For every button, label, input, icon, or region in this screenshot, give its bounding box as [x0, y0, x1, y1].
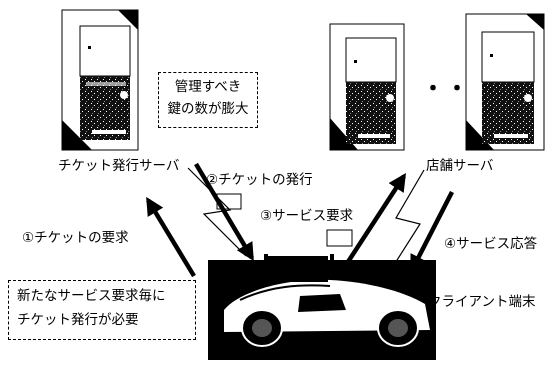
keys-note-line2: 鍵の数が膨大 [167, 101, 249, 117]
step-3-label: ③サービス要求 [260, 208, 354, 224]
client-car-icon [208, 254, 436, 360]
server-ellipsis: ・・ [422, 77, 471, 102]
keys-note-box: 管理すべき 鍵の数が膨大 [158, 72, 258, 128]
keys-note-line1: 管理すべき [174, 79, 242, 95]
arrow-service-request [342, 172, 406, 270]
ticket-note-box: 新たなサービス要求毎に チケット発行が必要 [8, 280, 196, 340]
store-server-icon-2 [465, 13, 545, 151]
ticket-note-line2: チケット発行が必要 [17, 312, 139, 328]
step-2-label: ②チケットの発行 [206, 172, 313, 188]
arrow-ticket-issue [194, 162, 254, 262]
arrow-ticket-request [146, 196, 196, 278]
store-server-label: 店舗サーバ [426, 158, 494, 174]
store-server-icon-1 [329, 23, 405, 151]
ticket-note-line1: 新たなサービス要求毎に [17, 288, 166, 304]
service-message-box [326, 229, 353, 247]
ticket-server-icon [61, 9, 139, 151]
step-1-label: ①チケットの要求 [22, 230, 129, 246]
client-label: クライアント端末 [428, 294, 536, 310]
zigzag-right [391, 169, 425, 269]
arrow-service-response [409, 190, 455, 274]
step-4-label: ④サービス応答 [444, 236, 538, 252]
ticket-server-label: チケット発行サーバ [58, 158, 180, 174]
